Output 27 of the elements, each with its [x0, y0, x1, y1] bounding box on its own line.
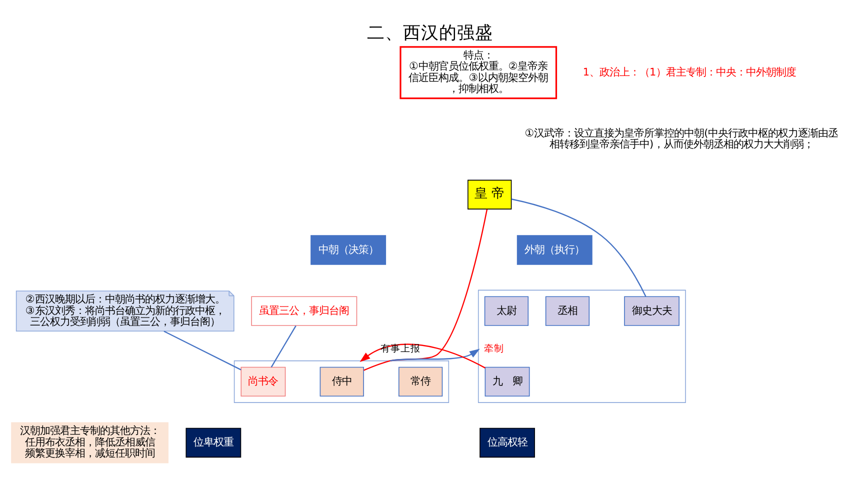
label: 1、政治上：（1）君主专制：中央：中外朝制度 [582, 66, 796, 78]
node-box: 九 卿 [484, 366, 530, 397]
connector [164, 330, 242, 370]
node-box: 御史大夫 [624, 296, 680, 326]
diagram-title: 二、西汉的强盛 [367, 24, 493, 44]
node-box: 侍中 [320, 366, 364, 397]
node-box: 位卑权重 [186, 428, 242, 458]
arrow [390, 348, 480, 362]
node-box: 位高权轻 [480, 428, 535, 458]
cluster [234, 360, 450, 403]
label: ①汉武帝：设立直接为皇帝所掌控的中朝(中央行政中枢的权力逐渐由丞相转移到皇帝亲信手中)，从而使外朝丞相的权力大大削弱； [524, 127, 838, 151]
node-box: 太尉 [484, 296, 529, 326]
node-box: 常侍 [398, 366, 443, 397]
edge-label: 牵制 [484, 344, 504, 355]
node-box: 中朝（决策） [310, 235, 386, 265]
node-box: 特点： ①中朝官员位低权重。②皇帝亲信近臣构成。③以内朝架空外朝，抑制相权。 [400, 46, 558, 100]
node-box: 外朝（执行） [516, 235, 592, 265]
node-box: 皇 帝 [468, 180, 512, 210]
node-box: 尚书令 [240, 366, 286, 397]
node-box: 汉朝加强君主专制的其他方法： 任用布衣丞相，降低丞相威信 频繁更换宰相，减短任职时间 [11, 422, 168, 464]
arrow [360, 344, 486, 368]
node-box: 虽置三公，事归台阁 [251, 296, 358, 326]
connector [511, 198, 646, 297]
cluster [478, 290, 686, 403]
node-box: 丞相 [545, 296, 590, 326]
connector [270, 326, 296, 368]
connector [364, 209, 488, 371]
